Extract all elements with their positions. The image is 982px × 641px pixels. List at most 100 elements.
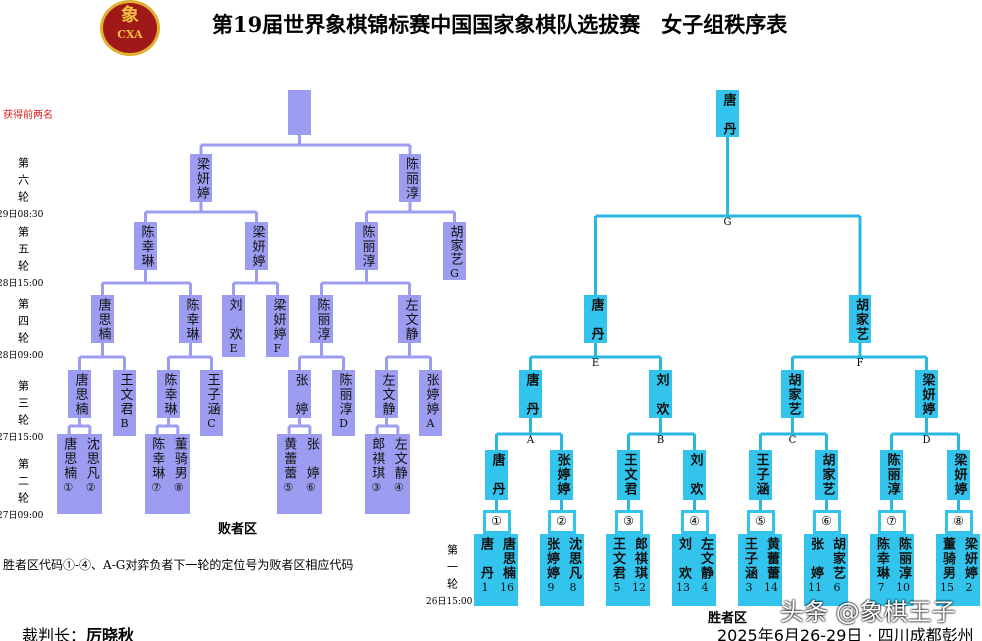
player-name: 刘欢 [653,373,669,415]
bracket-connector [155,418,180,434]
player-name: 张婷婷 [544,537,559,579]
line-code-label: D [922,435,931,446]
player-name: 王子涵 [742,537,757,579]
player-box: 梁妍婷 [245,222,268,270]
bracket-connector [232,270,279,295]
loser-bracket-title: 败者区 [218,522,258,537]
round-label: 第一轮 26日15:00 [426,544,472,610]
seed-code: 1 [481,581,489,594]
player-name: 胡家艺 [819,453,835,495]
seed-code: ⑧ [173,481,184,494]
player-box: 左文静 [375,370,398,418]
seed-code: 4 [701,581,709,594]
player-box: 胡家艺 [815,450,838,500]
player-name: 陈丽淳 [359,225,375,267]
player-name: 唐思楠 [500,537,515,579]
round-time: 26日15:00 [426,597,473,607]
player-name: 刘欢 [676,537,691,579]
player-box: 王子涵 [749,450,772,500]
player-box [288,90,311,135]
seed-code: 14 [764,581,778,594]
player-box: 陈幸琳 [134,222,157,270]
player-box: 唐丹 [485,450,508,500]
seed-code: 10 [896,581,910,594]
player-name: 梁妍婷 [951,453,967,495]
player-name: 董骑男 [171,437,187,479]
round-name: 第六轮 [16,157,30,208]
player-name: 梁妍婷 [919,373,935,415]
player-name: 郎祺琪 [632,537,647,579]
round-time: 28日15:00 [0,279,44,289]
player-box: 刘欢 [649,370,672,418]
player-name: 胡家艺 [447,225,463,265]
seed-code: 8 [569,581,577,594]
player-name: 唐丹 [523,373,539,415]
page-title: 第19届世界象棋锦标赛中国国家象棋队选拔赛 女子组秩序表 [212,12,788,37]
seed-code: 7 [877,581,885,594]
bracket-connector [101,270,192,295]
player-name: 唐丹 [588,298,604,340]
player-name: 张婷 [808,537,823,579]
seed-code: ⑤ [283,481,294,494]
seed-code: ⑥ [305,481,316,494]
player-name: 张婷婷 [423,373,439,415]
player-name: 胡家艺 [853,298,868,340]
bracket-connector [627,418,696,450]
position-code: F [273,342,282,355]
player-box: 刘欢 [683,450,706,500]
player-box: 陈丽淳 [355,222,378,270]
round-time: 29日08:30 [0,210,44,220]
player-name: 左文静 [379,373,395,415]
referee-label: 裁判长： [22,626,87,641]
line-code-label: G [723,217,732,228]
player-box: 胡家艺 [781,370,804,418]
round-time: 28日09:00 [0,351,44,361]
player-name: 刘欢 [226,298,242,340]
player-box: 张婷 [288,370,311,418]
round-time: 27日09:00 [0,511,44,521]
player-name: 黄蕾蕾 [764,537,779,579]
round-label: 第六轮 29日08:30 [0,157,44,223]
bracket-connector [320,270,411,295]
bracket-connector [199,135,412,154]
watermark: 头条 @象棋王子 [780,598,956,626]
player-name: 陈丽淳 [896,537,911,579]
match-number: ③ [614,510,643,534]
player-box: 左文静 [398,295,421,343]
round-name: 第一轮 [445,544,459,595]
player-name: 陈丽淳 [403,157,418,199]
bracket-connector [385,343,432,370]
bracket-connector [365,202,456,222]
seed-code: 6 [833,581,841,594]
match-number: ⑥ [812,510,841,534]
logo-text: CXA [117,28,143,41]
player-box: 唐丹 [584,295,607,343]
bracket-connector [298,343,345,370]
match-number: ⑧ [944,510,973,534]
bracket-connector [144,202,258,222]
player-name: 梁妍婷 [270,298,286,340]
player-name: 陈幸琳 [874,537,889,579]
player-name: 唐丹 [720,93,736,135]
player-box: 陈丽淳 [310,295,333,343]
date-place: 2025年6月26-29日 · 四川成都彭州 [717,626,974,641]
player-name: 沈思凡 [83,437,99,479]
match-number: ⑤ [746,510,775,534]
player-name: 张婷 [292,373,308,415]
bracket-connector [890,418,960,450]
player-name: 刘欢 [687,453,703,495]
